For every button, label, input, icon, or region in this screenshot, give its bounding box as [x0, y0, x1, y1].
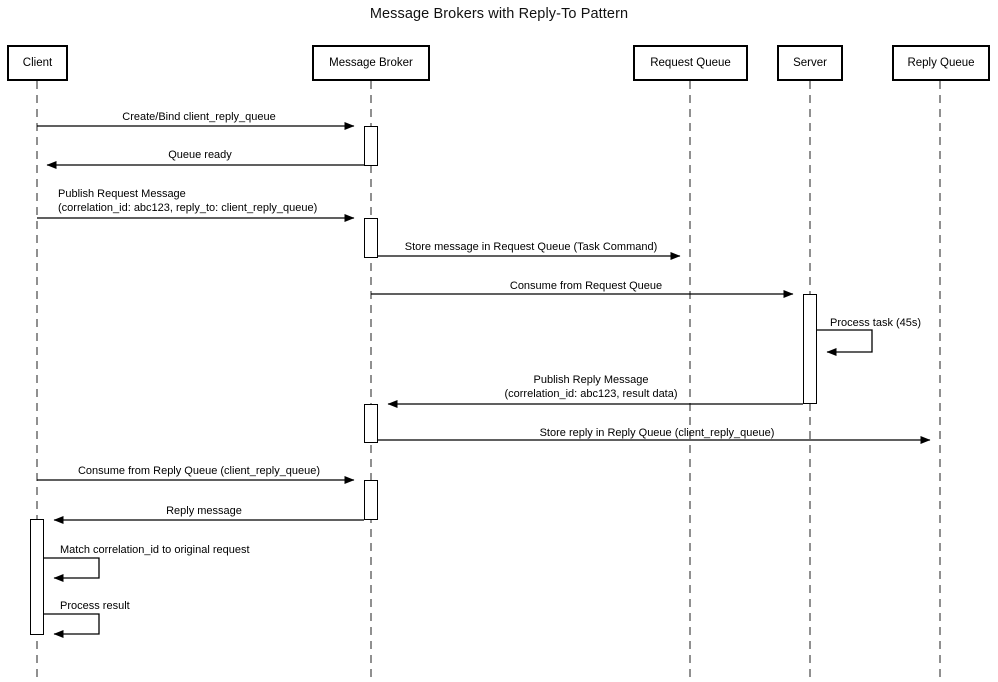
message-label-line: Create/Bind client_reply_queue: [122, 111, 276, 123]
activation-bar-client: [30, 519, 44, 635]
message-label-m11: Match correlation_id to original request: [60, 543, 250, 557]
message-label-line: Reply message: [166, 505, 242, 517]
message-label-m12: Process result: [60, 599, 130, 613]
message-label-m6: Process task (45s): [830, 316, 921, 330]
message-label-m9: Consume from Reply Queue (client_reply_q…: [78, 464, 320, 478]
message-label-line: Queue ready: [168, 149, 232, 161]
participant-box-broker[interactable]: Message Broker: [312, 45, 430, 81]
message-label-line: Publish Request Message: [58, 188, 186, 200]
message-label-m3: Publish Request Message (correlation_id: …: [58, 187, 317, 215]
activation-bar-broker: [364, 218, 378, 258]
message-label-line: Process task (45s): [830, 317, 922, 329]
participant-box-server[interactable]: Server: [777, 45, 843, 81]
activation-bar-broker: [364, 126, 378, 166]
message-label-line: Consume from Reply Queue (client_reply_q…: [77, 465, 321, 477]
message-label-m2: Queue ready: [168, 148, 232, 162]
message-label-line: Store reply in Reply Queue (client_reply…: [539, 427, 775, 439]
activation-bar-broker: [364, 480, 378, 520]
message-label-m7: Publish Reply Message (correlation_id: ab…: [504, 373, 677, 401]
participant-label: Reply Queue: [907, 57, 975, 69]
participant-box-request_queue[interactable]: Request Queue: [633, 45, 748, 81]
self-message-m6: [817, 329, 873, 356]
message-label-line: Match correlation_id to original request: [60, 544, 250, 556]
participant-box-reply_queue[interactable]: Reply Queue: [892, 45, 990, 81]
message-label-line: (correlation_id: abc123, reply_to: clien…: [58, 202, 318, 214]
message-label-m5: Consume from Request Queue: [510, 279, 662, 293]
participant-label: Message Broker: [329, 57, 413, 69]
self-message-m11: [44, 557, 100, 582]
message-label-line: Process result: [60, 600, 130, 612]
message-label-line: Store message in Request Queue (Task Com…: [404, 241, 658, 253]
self-message-m12: [44, 613, 100, 638]
message-label-m1: Create/Bind client_reply_queue: [122, 110, 276, 124]
message-label-line: Publish Reply Message: [533, 374, 649, 386]
activation-bar-broker: [364, 404, 378, 443]
message-label-m4: Store message in Request Queue (Task Com…: [405, 240, 658, 254]
message-label-line: (correlation_id: abc123, result data): [504, 388, 678, 400]
activation-bar-server: [803, 294, 817, 404]
message-label-m10: Reply message: [166, 504, 242, 518]
message-label-m8: Store reply in Reply Queue (client_reply…: [540, 426, 775, 440]
participant-box-client[interactable]: Client: [7, 45, 68, 81]
participant-label: Server: [793, 57, 827, 69]
page-title: Message Brokers with Reply-To Pattern: [369, 6, 629, 22]
participant-label: Client: [22, 57, 53, 69]
participant-label: Request Queue: [650, 57, 731, 69]
message-label-line: Consume from Request Queue: [509, 280, 663, 292]
